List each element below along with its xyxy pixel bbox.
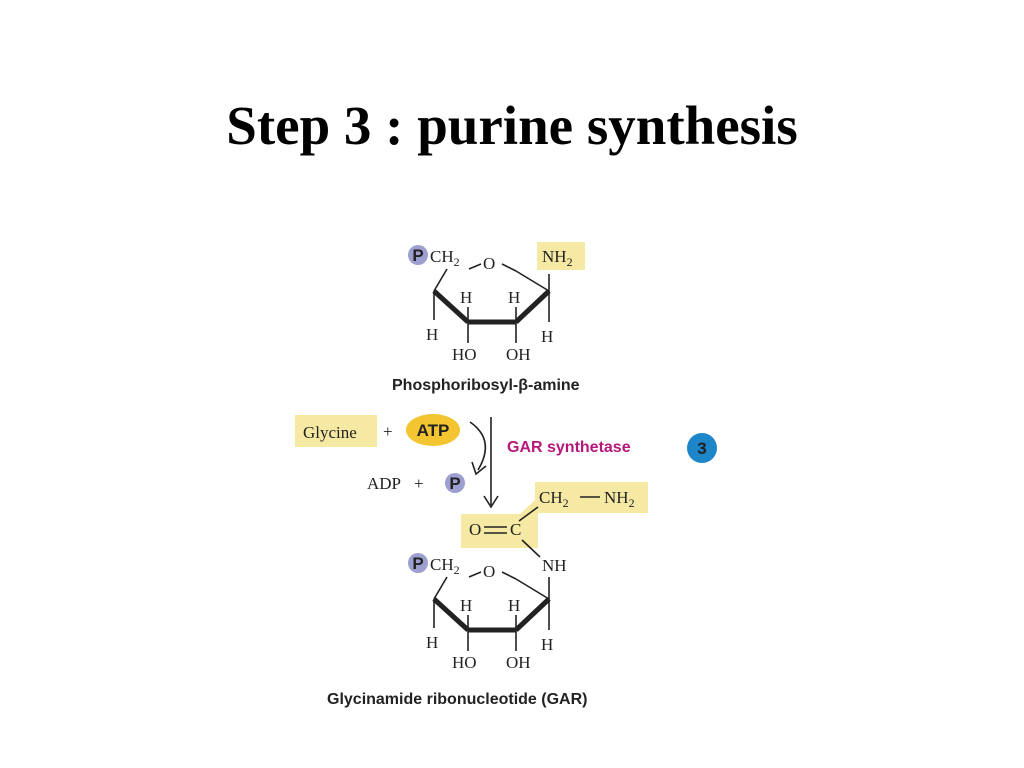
product-nh: NH bbox=[542, 556, 567, 575]
reactant-ch2: CH2 bbox=[430, 247, 460, 269]
product-bold-bond-left bbox=[432, 597, 470, 632]
product-carbon: C bbox=[510, 520, 521, 539]
product-h-inner-left: H bbox=[460, 596, 472, 615]
reactant-name: Phosphoribosyl-β-amine bbox=[392, 377, 580, 394]
cofactor-curved-arrowhead bbox=[471, 461, 487, 476]
nh2-highlight bbox=[537, 242, 585, 270]
enzyme-name: GAR synthetase bbox=[507, 439, 631, 456]
reactant-oh: OH bbox=[506, 345, 531, 364]
product-ring-ch2: CH2 bbox=[430, 555, 460, 577]
glycine-label: Glycine bbox=[303, 423, 357, 442]
reactant-phosphate-label: P bbox=[412, 246, 423, 265]
cofactor-curved-arrow bbox=[469, 421, 487, 471]
main-reaction-arrowhead bbox=[483, 495, 499, 509]
reactant-structure: P CH2 O NH2 H H H H HO OH Phosphoribosy bbox=[392, 242, 585, 394]
reactant-nh2: NH2 bbox=[542, 247, 573, 269]
product-phosphate-label: P bbox=[412, 554, 423, 573]
product-nh2: NH2 bbox=[604, 488, 635, 510]
adp-label: ADP bbox=[367, 474, 401, 493]
released-phosphate-label: P bbox=[449, 474, 460, 493]
product-ring-oxygen: O bbox=[483, 562, 495, 581]
product-h-inner-right: H bbox=[508, 596, 520, 615]
reactant-phosphate-icon bbox=[408, 245, 428, 265]
product-bold-bond-right bbox=[514, 597, 551, 632]
product-h-left: H bbox=[426, 633, 438, 652]
reactant-h-left: H bbox=[426, 325, 438, 344]
step-number-badge bbox=[687, 433, 717, 463]
released-phosphate-icon bbox=[445, 473, 465, 493]
plus-sign-1: + bbox=[383, 422, 393, 441]
atp-badge bbox=[406, 414, 460, 446]
step-number: 3 bbox=[697, 439, 706, 458]
glycyl-highlight bbox=[461, 482, 648, 548]
product-oxygen: O bbox=[469, 520, 481, 539]
product-phosphate-icon bbox=[408, 553, 428, 573]
reactant-bold-bond bbox=[432, 289, 470, 324]
product-ch2: CH2 bbox=[539, 488, 569, 510]
product-structure: CH2 NH2 O C NH P CH2 O H H bbox=[327, 482, 648, 708]
reactant-ring-oxygen: O bbox=[483, 254, 495, 273]
product-name: Glycinamide ribonucleotide (GAR) bbox=[327, 691, 587, 708]
product-c-nh-bond bbox=[521, 539, 541, 558]
product-h-right: H bbox=[541, 635, 553, 654]
product-ho: HO bbox=[452, 653, 477, 672]
product-ring-bonds bbox=[433, 571, 550, 651]
glycine-highlight bbox=[295, 415, 377, 447]
reactant-ho: HO bbox=[452, 345, 477, 364]
reactant-bold-bond-right bbox=[514, 289, 551, 324]
product-c-ch2-bond bbox=[518, 506, 539, 522]
plus-sign-2: + bbox=[414, 474, 424, 493]
reactant-h-inner-left: H bbox=[460, 288, 472, 307]
slide-title: Step 3 : purine synthesis bbox=[226, 95, 798, 156]
atp-label: ATP bbox=[417, 421, 450, 440]
reactant-h-inner-right: H bbox=[508, 288, 520, 307]
reaction-step: Glycine + ATP GAR synthetase 3 ADP + P bbox=[295, 414, 717, 509]
reactant-h-right: H bbox=[541, 327, 553, 346]
product-oh: OH bbox=[506, 653, 531, 672]
